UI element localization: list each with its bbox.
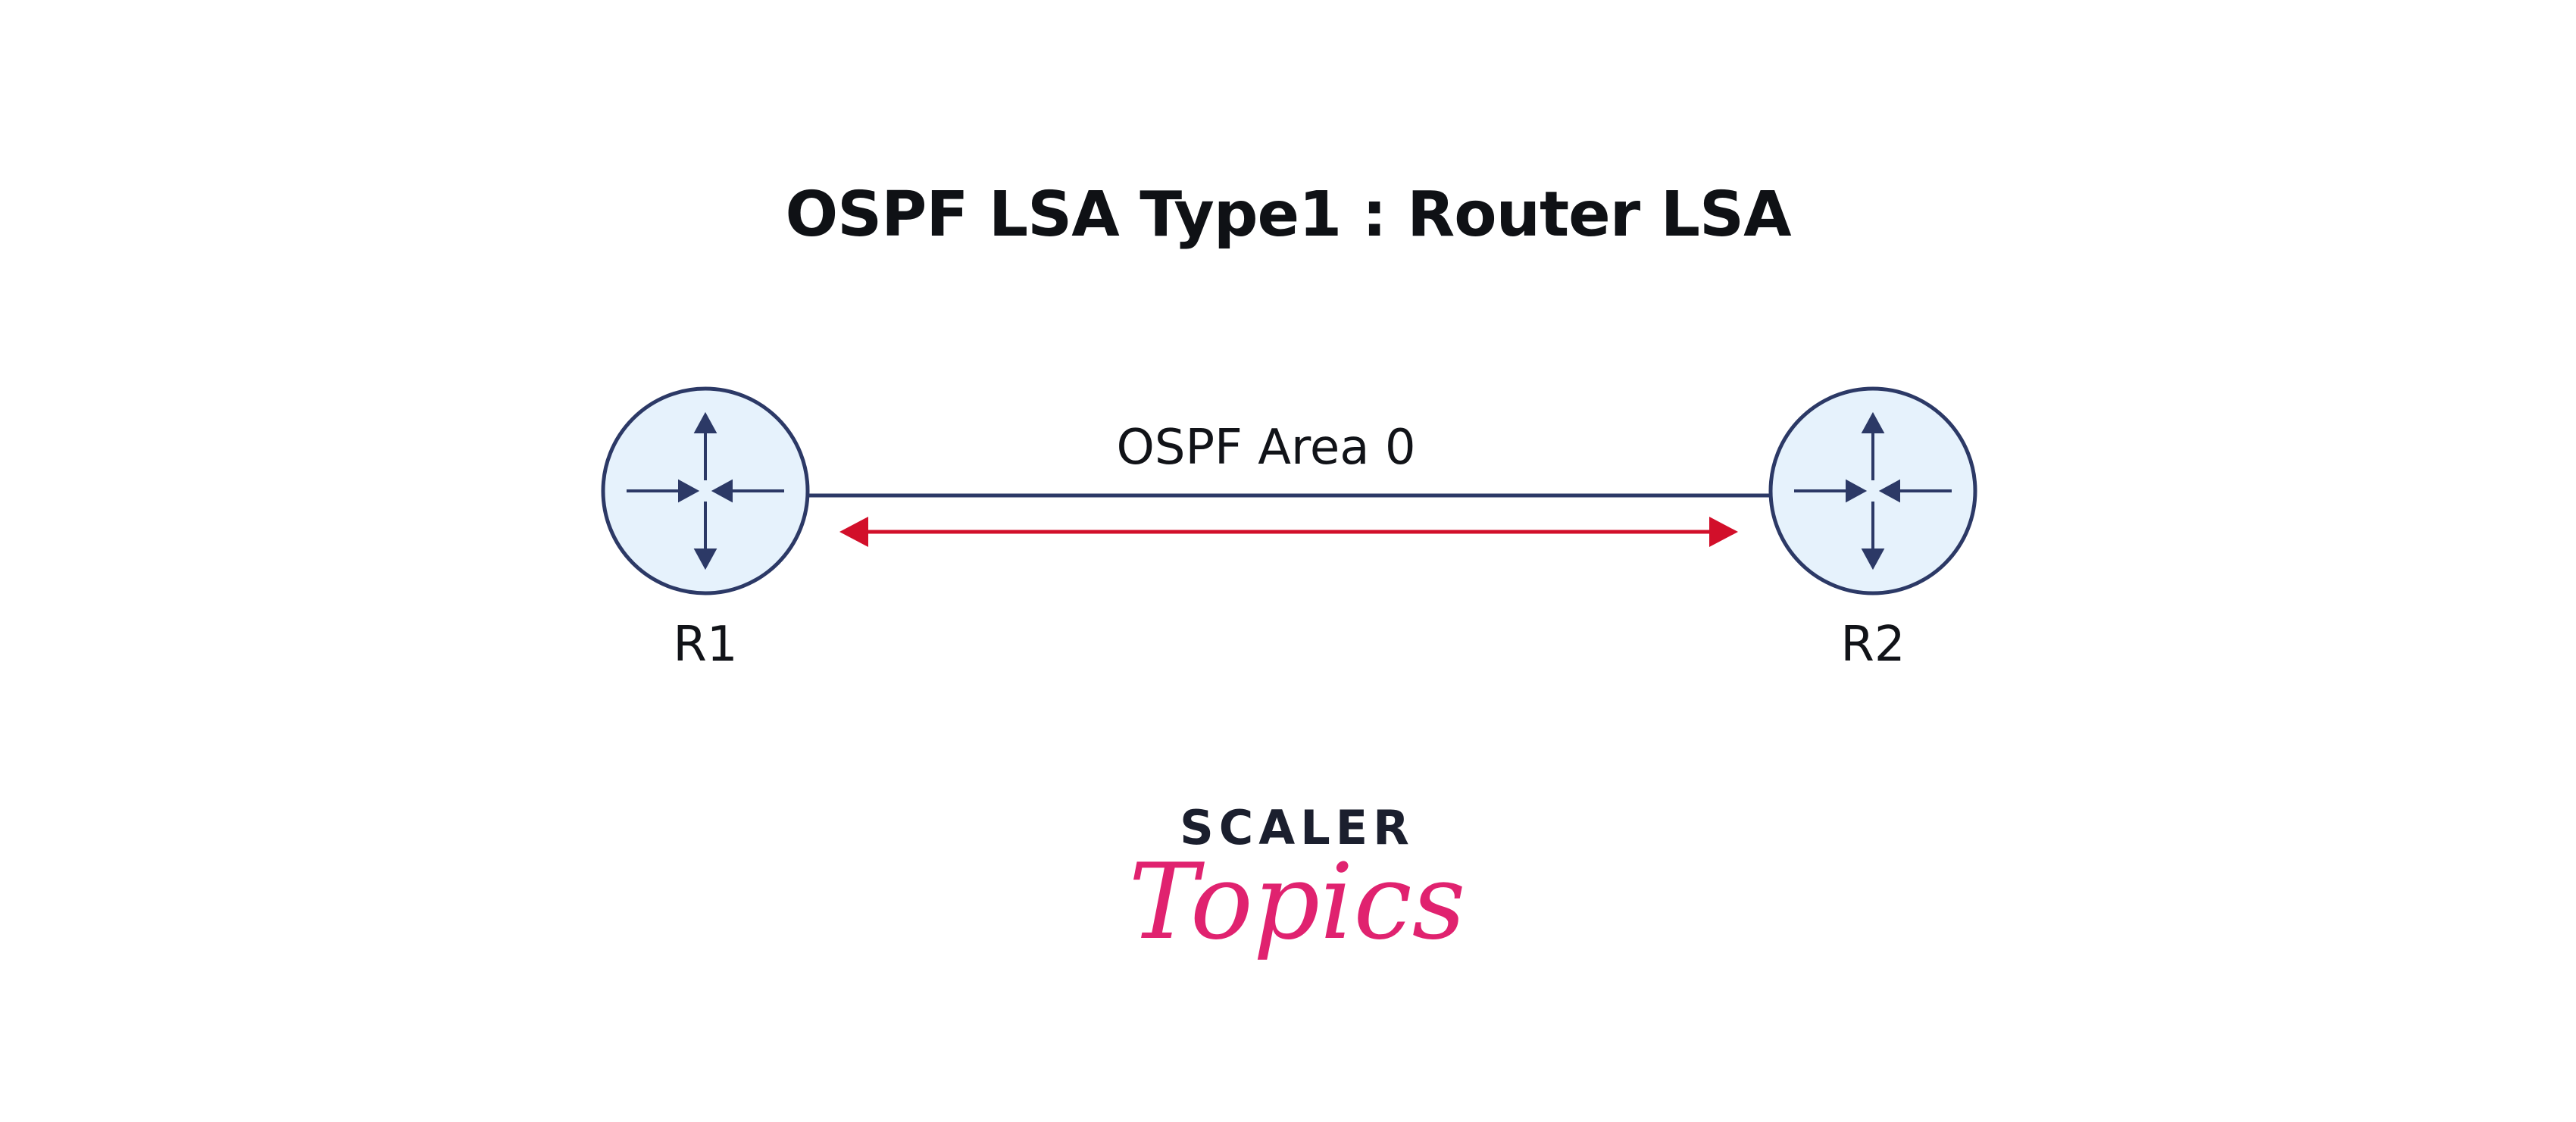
logo-wordmark: SCALER bbox=[1180, 800, 1415, 855]
lsa-exchange-arrow bbox=[839, 517, 1738, 547]
link-label: OSPF Area 0 bbox=[1116, 420, 1415, 476]
router-icon bbox=[1768, 386, 1977, 595]
router-r1 bbox=[601, 386, 810, 595]
router-r1-label: R1 bbox=[673, 617, 737, 673]
logo-script: Topics bbox=[1129, 841, 1466, 963]
arrowhead-left-icon bbox=[839, 517, 868, 547]
router-r2-label: R2 bbox=[1840, 617, 1905, 673]
router-icon bbox=[601, 386, 810, 595]
scaler-topics-logo: SCALER Topics bbox=[1129, 800, 1466, 963]
arrowhead-right-icon bbox=[1709, 517, 1738, 547]
router-r2 bbox=[1768, 386, 1977, 595]
diagram-title: OSPF LSA Type1 : Router LSA bbox=[785, 179, 1791, 251]
